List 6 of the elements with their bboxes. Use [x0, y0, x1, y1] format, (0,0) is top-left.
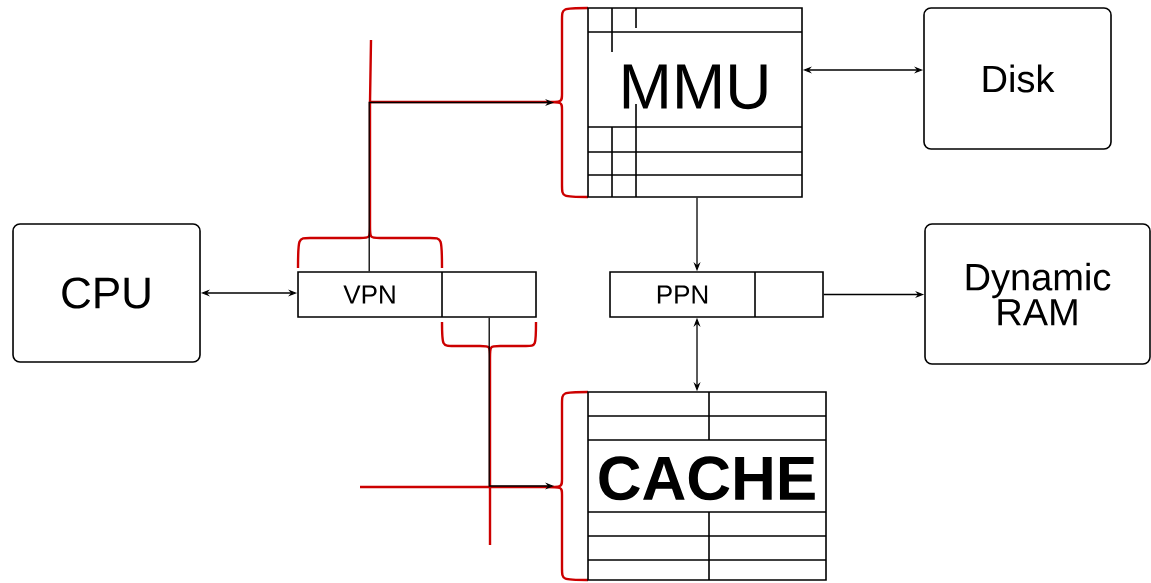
- register-box: PPN: [609, 271, 824, 318]
- register-box: VPN: [297, 271, 537, 318]
- memory-box: Dynamic RAM: [924, 223, 1151, 365]
- cpu-box: CPU: [12, 223, 201, 363]
- table-box: CACHE: [587, 391, 827, 581]
- table-box: MMU: [587, 7, 803, 198]
